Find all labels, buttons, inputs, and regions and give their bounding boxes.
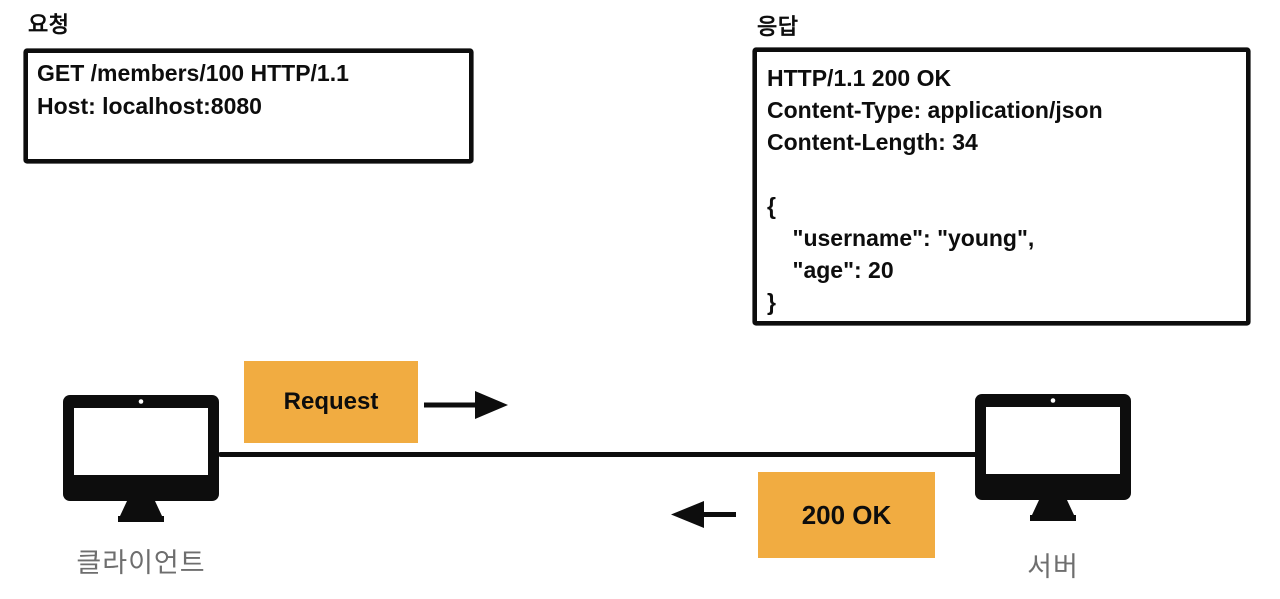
response-line-json-close: } [767, 289, 776, 315]
response-line-json-username: "username": "young", [767, 225, 1035, 251]
request-panel-title: 요청 [28, 12, 70, 37]
client-computer-icon [63, 395, 219, 522]
response-badge: 200 OK [758, 472, 935, 558]
client-label: 클라이언트 [76, 548, 206, 578]
response-line-json-open: { [767, 193, 776, 219]
response-line-blank [767, 158, 1236, 190]
request-line-host: Host: localhost:8080 [37, 93, 262, 119]
request-message-box: GET /members/100 HTTP/1.1 Host: localhos… [24, 49, 473, 163]
response-message-box: HTTP/1.1 200 OK Content-Type: applicatio… [753, 48, 1250, 325]
request-badge: Request [244, 361, 418, 443]
response-line-content-length: Content-Length: 34 [767, 129, 978, 155]
arrow-left-icon [671, 501, 736, 528]
server-computer-icon [975, 394, 1131, 521]
response-panel-title: 응답 [757, 14, 799, 39]
response-line-status: HTTP/1.1 200 OK [767, 65, 952, 91]
request-line-start: GET /members/100 HTTP/1.1 [37, 60, 349, 86]
response-line-content-type: Content-Type: application/json [767, 97, 1103, 123]
arrow-right-icon [424, 391, 508, 419]
network-connection-line [218, 452, 978, 457]
server-label: 서버 [1027, 552, 1079, 582]
response-line-json-age: "age": 20 [767, 257, 894, 283]
